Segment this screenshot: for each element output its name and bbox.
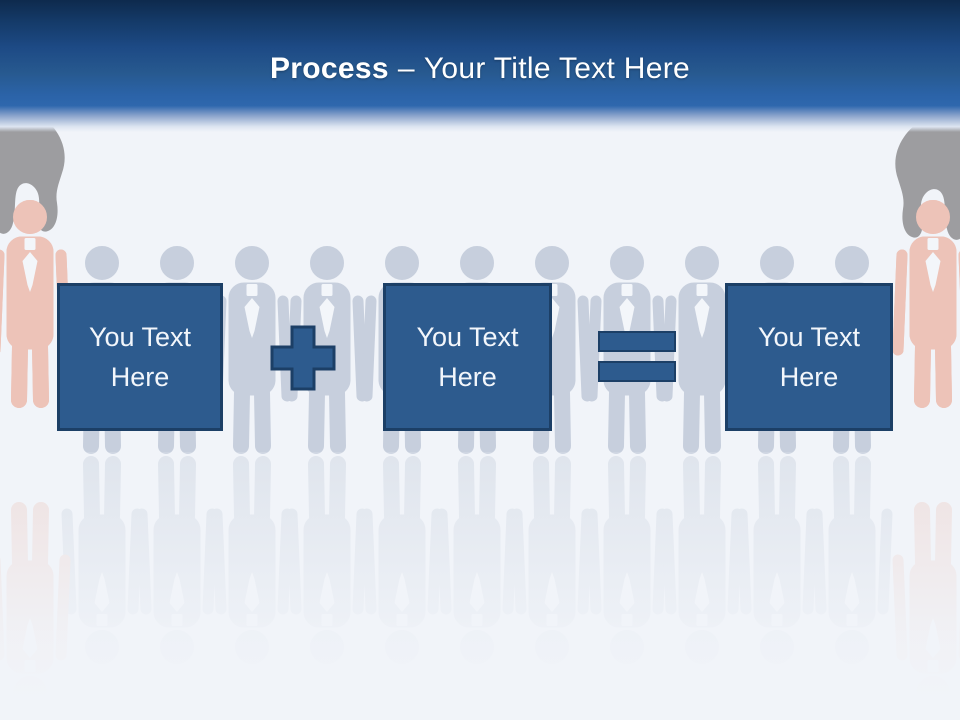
equals-bar-top bbox=[598, 331, 676, 352]
title-text: Your Title Text Here bbox=[423, 52, 690, 85]
process-box-1-label: You Text Here bbox=[88, 322, 192, 392]
process-box-1[interactable]: You Text Here bbox=[57, 283, 223, 431]
equals-bar-bottom bbox=[598, 361, 676, 382]
process-box-3-label: You Text Here bbox=[757, 322, 861, 392]
equals-icon[interactable] bbox=[598, 331, 676, 383]
plus-icon[interactable] bbox=[267, 322, 339, 394]
process-box-2[interactable]: You Text Here bbox=[383, 283, 552, 431]
title-bar: Process–Your Title Text Here bbox=[0, 0, 960, 132]
process-box-2-label: You Text Here bbox=[416, 322, 519, 392]
title-separator: – bbox=[397, 52, 415, 85]
people-reflection bbox=[0, 464, 960, 710]
title-keyword: Process bbox=[269, 52, 389, 85]
slide-title[interactable]: Process–Your Title Text Here bbox=[0, 0, 960, 86]
plus-shape bbox=[270, 325, 336, 391]
process-box-3[interactable]: You Text Here bbox=[725, 283, 893, 431]
